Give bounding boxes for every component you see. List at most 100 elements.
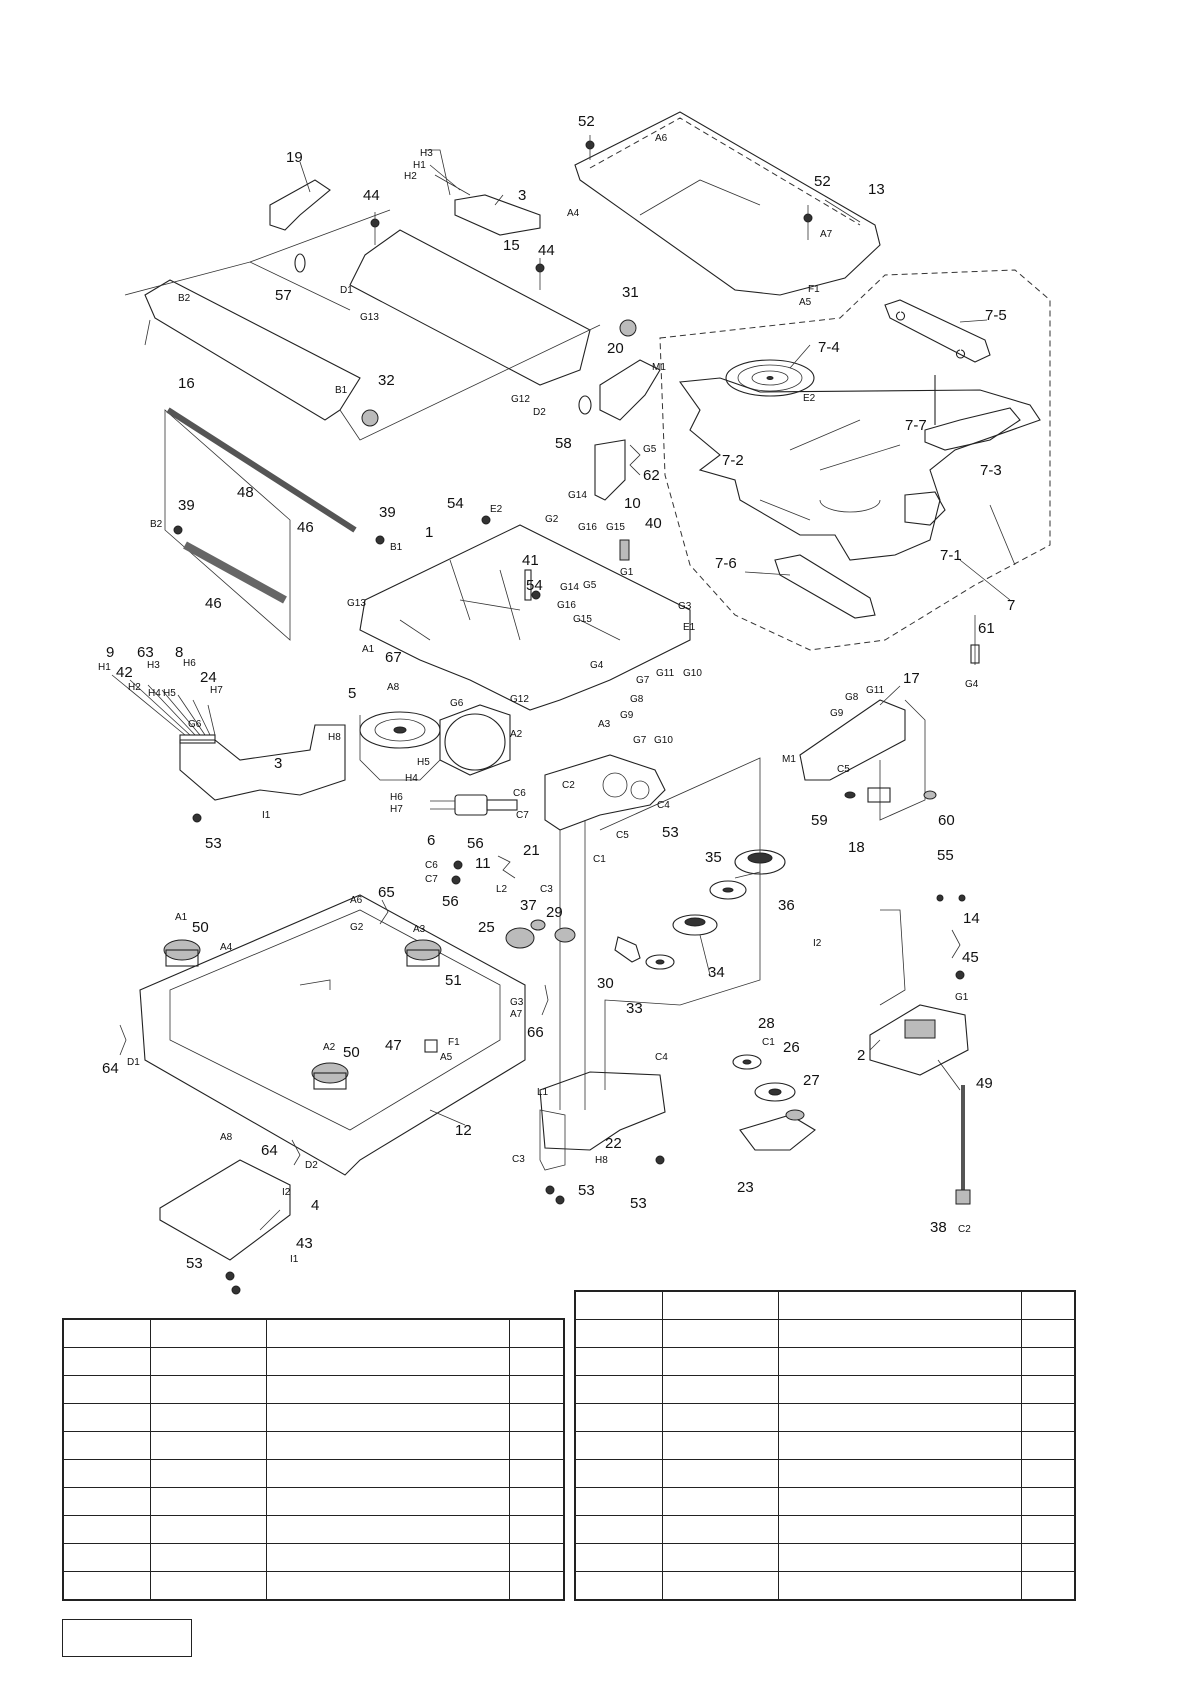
- table-cell: [266, 1543, 510, 1572]
- shaft-box-outline: [164, 409, 291, 641]
- callout-7-6: 7-6: [715, 555, 737, 572]
- callout-53b: 53: [662, 824, 679, 841]
- part-37-roller: [530, 919, 546, 931]
- table-cell: [508, 1571, 565, 1601]
- ref-C2a: C2: [562, 780, 575, 791]
- ref-H5a: H5: [417, 757, 430, 768]
- part-20-arm: [599, 359, 661, 421]
- callout-50a: 50: [192, 919, 209, 936]
- ref-G10a: G10: [683, 668, 702, 679]
- part-31-roller: [619, 319, 637, 337]
- part-5-belt-outline: [359, 715, 441, 781]
- ref-G1b: G1: [955, 992, 969, 1003]
- ref-G12b: G12: [510, 694, 529, 705]
- screw-53c: [225, 1271, 241, 1295]
- part-57-spring: [294, 253, 306, 273]
- ref-G4b: G4: [965, 679, 979, 690]
- callout-44b: 44: [538, 242, 555, 259]
- part-28-gear: [732, 1054, 762, 1070]
- callout-46a: 46: [297, 519, 314, 536]
- part-45-washer: [955, 970, 965, 980]
- part-12-base: [139, 894, 526, 1176]
- part-32-roller: [361, 409, 379, 427]
- part-30-pin: [614, 936, 641, 963]
- ref-G1a: G1: [620, 567, 634, 578]
- callout-54b: 54: [526, 577, 543, 594]
- table-cell: [1020, 1431, 1076, 1460]
- table-row: [574, 1459, 1076, 1488]
- table-row: [574, 1543, 1076, 1572]
- table-cell: [266, 1487, 510, 1516]
- callout-40: 40: [645, 515, 662, 532]
- ref-C3a: C3: [540, 884, 553, 895]
- table-cell: [62, 1543, 151, 1572]
- callout-18: 18: [848, 839, 865, 856]
- ref-H7b: H7: [390, 804, 403, 815]
- ref-H2a: H2: [404, 171, 417, 182]
- part-35-gear: [709, 880, 747, 900]
- ref-G2a: G2: [545, 514, 559, 525]
- ref-B1a: B1: [335, 385, 348, 396]
- part-7-5: [884, 299, 991, 363]
- callout-58: 58: [555, 435, 572, 452]
- screw-54b: [531, 590, 541, 600]
- ref-H2b: H2: [128, 682, 141, 693]
- callout-50b: 50: [343, 1044, 360, 1061]
- ref-G13b: G13: [347, 598, 366, 609]
- part-29-roller: [554, 927, 576, 943]
- ref-G2b: G2: [350, 922, 364, 933]
- ref-H6a: H6: [183, 658, 196, 669]
- ref-A2a: A2: [510, 729, 523, 740]
- part-46-shaft-a: [183, 541, 287, 604]
- ref-G11b: G11: [866, 685, 885, 696]
- callout-labels: 19 3 44 44 15 57 31 16 32 20 58 48 46 46…: [102, 113, 1015, 1272]
- table-cell: [508, 1347, 565, 1376]
- ref-A6b: A6: [350, 895, 363, 906]
- callout-56a: 56: [467, 835, 484, 852]
- table-cell: [778, 1431, 1022, 1460]
- table-cell: [508, 1515, 565, 1544]
- callout-55: 55: [937, 847, 954, 864]
- part-66-spring: [541, 984, 549, 1016]
- table-cell: [1020, 1459, 1076, 1488]
- part-7-1-bracket: [904, 491, 946, 526]
- ref-A1a: A1: [362, 644, 375, 655]
- gear-routing-outline: [599, 757, 761, 1090]
- table-row: [574, 1290, 1076, 1320]
- callout-19: 19: [286, 149, 303, 166]
- table-cell: [1020, 1319, 1076, 1348]
- part-17-outline: [879, 699, 926, 821]
- callout-42: 42: [116, 664, 133, 681]
- table-cell: [778, 1290, 1022, 1320]
- table-cell: [266, 1403, 510, 1432]
- callout-51: 51: [445, 972, 462, 989]
- ref-A4b: A4: [220, 942, 233, 953]
- table-cell: [778, 1487, 1022, 1516]
- callout-25: 25: [478, 919, 495, 936]
- table-row: [62, 1487, 565, 1516]
- frame-outline: [124, 209, 601, 441]
- table-cell: [778, 1319, 1022, 1348]
- table-row: [62, 1515, 565, 1544]
- part-14-spring: [951, 929, 961, 959]
- ref-G14a: G14: [568, 490, 587, 501]
- ref-C5b: C5: [837, 764, 850, 775]
- part-7-6-slider: [774, 554, 876, 619]
- part-7-4-disc: [725, 359, 815, 397]
- ref-A1b: A1: [175, 912, 188, 923]
- callout-16: 16: [178, 375, 195, 392]
- table-cell: [574, 1403, 663, 1432]
- table-cell: [266, 1318, 510, 1348]
- table-cell: [62, 1347, 151, 1376]
- ref-A6a: A6: [655, 133, 668, 144]
- table-cell: [661, 1347, 780, 1376]
- callout-66: 66: [527, 1024, 544, 1041]
- table-cell: [508, 1431, 565, 1460]
- part-2-pickup: [869, 909, 969, 1076]
- washer-56a: [453, 860, 463, 870]
- ref-A7b: A7: [510, 1009, 523, 1020]
- callout-43: 43: [296, 1235, 313, 1252]
- ref-C2b: C2: [958, 1224, 971, 1235]
- part-34-pulley: [672, 914, 718, 936]
- ref-A5a: A5: [799, 297, 812, 308]
